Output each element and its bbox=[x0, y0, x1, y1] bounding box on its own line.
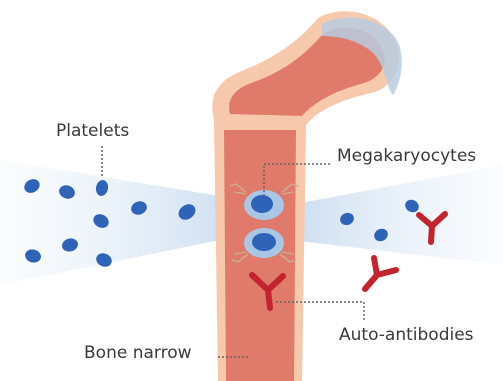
auto-antibodies-label: Auto-antibodies bbox=[339, 325, 474, 345]
left-light-beam bbox=[0, 160, 244, 285]
bone-narrow-label: Bone narrow bbox=[84, 343, 192, 363]
platelets-label: Platelets bbox=[56, 121, 129, 141]
megakaryocytes-label: Megakaryocytes bbox=[337, 146, 476, 166]
right-light-beam bbox=[290, 165, 503, 265]
antibody-right-bottom bbox=[365, 258, 396, 289]
